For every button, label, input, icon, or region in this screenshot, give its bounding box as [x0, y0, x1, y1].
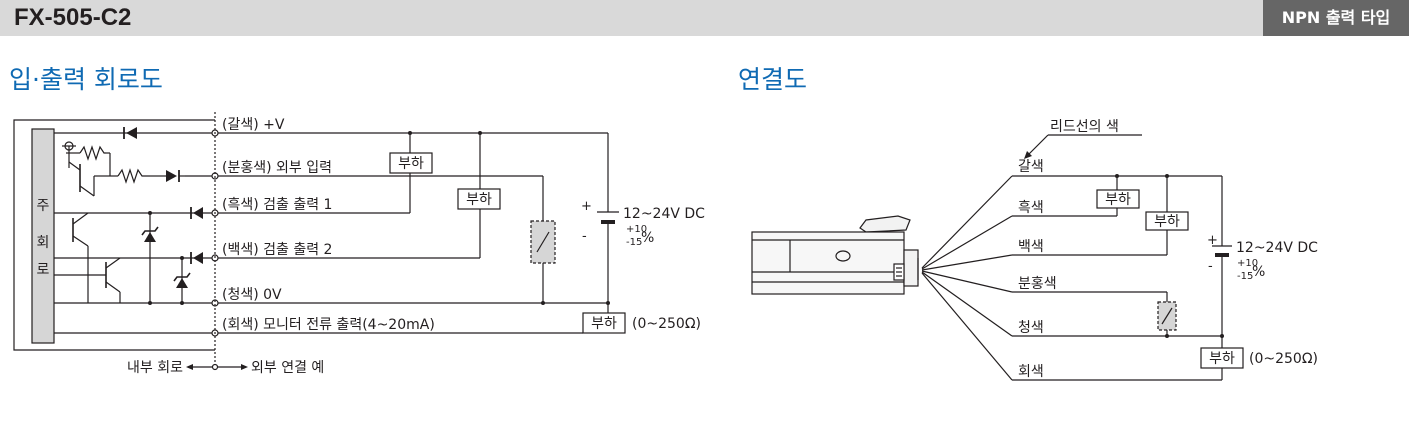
line-label-gray: (회색) 모니터 전류 출력(4~20mA) — [222, 317, 435, 333]
line-label-blue: (청색) 0V — [222, 287, 282, 303]
wire-label-brown: 갈색 — [1018, 159, 1044, 175]
wire-fan-white — [921, 254, 1013, 271]
arrow-left-icon — [186, 364, 193, 370]
boundary-node — [211, 363, 219, 371]
supply-plus: + — [1207, 233, 1218, 248]
connection-diagram-title: 연결도 — [738, 65, 808, 94]
junction-dot — [1115, 174, 1119, 178]
output-transistor-1-emitter — [72, 235, 89, 247]
main-circuit-char-3: 로 — [37, 262, 50, 278]
model-name: FX-505-C2 — [14, 4, 132, 31]
junction-dot — [478, 131, 482, 135]
internal-circuit-label: 내부 회로 — [127, 360, 183, 376]
diode-icon — [166, 170, 177, 182]
line-label-brown: (갈색) +V — [222, 117, 285, 133]
diode-icon — [126, 127, 137, 139]
main-circuit-char-1: 주 — [37, 198, 50, 214]
wire-fan-brown — [921, 175, 1013, 269]
junction-dot — [1165, 334, 1169, 338]
junction-dot — [408, 131, 412, 135]
resistance-label: (0~250Ω) — [1249, 351, 1318, 367]
wire-label-pink: 분홍색 — [1018, 276, 1057, 292]
junction-dot — [541, 301, 545, 305]
gray-load-box — [582, 312, 626, 334]
header-bar: FX-505-C2 NPN 출력 타입 — [0, 0, 1409, 36]
main-circuit-char-2: 회 — [37, 235, 50, 251]
zener-diode-icon — [144, 232, 156, 242]
lead-color-pointer — [1027, 134, 1049, 156]
load-box — [389, 152, 433, 174]
output-transistor-2-collector — [105, 257, 121, 269]
gray-load-label: 부하 — [1209, 351, 1235, 367]
io-circuit-title: 입·출력 회로도 — [9, 65, 163, 94]
sensor-amplifier-icon — [751, 215, 919, 295]
junction-dot — [180, 256, 184, 260]
supply-plus: + — [581, 199, 592, 214]
supply-minus: - — [1208, 259, 1213, 274]
load-box — [1145, 211, 1189, 231]
tolerance-plus: +10 — [1237, 258, 1258, 269]
zener-bar — [173, 272, 191, 282]
diode-icon — [193, 207, 203, 219]
line-label-black: (흑색) 검출 출력 1 — [222, 196, 332, 213]
junction-dot — [180, 301, 184, 305]
wire-label-black: 흑색 — [1018, 199, 1044, 216]
zener-bar — [141, 226, 159, 236]
junction-dot — [1165, 174, 1169, 178]
junction-dot — [148, 301, 152, 305]
tolerance-minus: -15 — [626, 237, 642, 248]
tolerance-minus: -15 — [1237, 271, 1253, 282]
lead-color-label: 리드선의 색 — [1050, 119, 1119, 135]
wire-fan-gray — [921, 272, 1013, 381]
io-circuit-diagram: 주 회 로 — [13, 112, 705, 376]
wire-label-white: 백색 — [1018, 239, 1044, 255]
wire-fan-blue — [921, 271, 1013, 337]
transistor-emitter — [79, 185, 95, 197]
tolerance-unit: % — [1252, 264, 1265, 280]
tolerance-unit: % — [641, 230, 654, 246]
supply-minus: - — [582, 229, 587, 244]
switch-icon — [1161, 307, 1173, 325]
wire-label-blue: 청색 — [1018, 320, 1044, 336]
gray-load-label: 부하 — [591, 316, 617, 332]
transistor-collector — [68, 161, 81, 171]
resistor-icon — [117, 168, 150, 184]
wire-label-gray: 회색 — [1018, 364, 1044, 380]
wire-fan-pink — [921, 270, 1013, 293]
load-box — [457, 188, 501, 210]
load-box — [1096, 189, 1140, 209]
load-label: 부하 — [1105, 192, 1131, 208]
main-circuit-block — [31, 128, 55, 344]
wire-fan-black — [921, 215, 1013, 270]
output-transistor-1-collector — [72, 212, 89, 225]
junction-dot — [148, 211, 152, 215]
junction-dot — [606, 301, 610, 305]
junction-dot — [1220, 334, 1224, 338]
load-label: 부하 — [466, 192, 492, 208]
tolerance-plus: +10 — [626, 224, 647, 235]
diode-icon — [193, 252, 203, 264]
line-label-pink: (분홍색) 외부 입력 — [222, 160, 332, 176]
external-connection-label: 외부 연결 예 — [251, 360, 324, 376]
line-label-white: (백색) 검출 출력 2 — [222, 242, 332, 258]
resistor-icon — [79, 145, 106, 161]
pointer-arrow-icon — [1024, 151, 1032, 159]
output-type-badge: NPN 출력 타입 — [1263, 0, 1409, 36]
supply-voltage: 12~24V DC — [1236, 240, 1318, 256]
connection-diagram: 갈색 흑색 백색 분홍색 청색 회색 리드선의 색 부하 부하 — [751, 119, 1318, 381]
resistance-label: (0~250Ω) — [632, 316, 701, 332]
load-label: 부하 — [1154, 214, 1180, 230]
output-transistor-2-emitter — [105, 281, 121, 293]
switch-icon — [536, 231, 550, 253]
load-label: 부하 — [398, 156, 424, 172]
internal-circuit-boundary — [13, 119, 215, 351]
arrow-right-icon — [241, 364, 248, 370]
zener-diode-icon — [176, 278, 188, 288]
supply-voltage: 12~24V DC — [623, 206, 705, 222]
